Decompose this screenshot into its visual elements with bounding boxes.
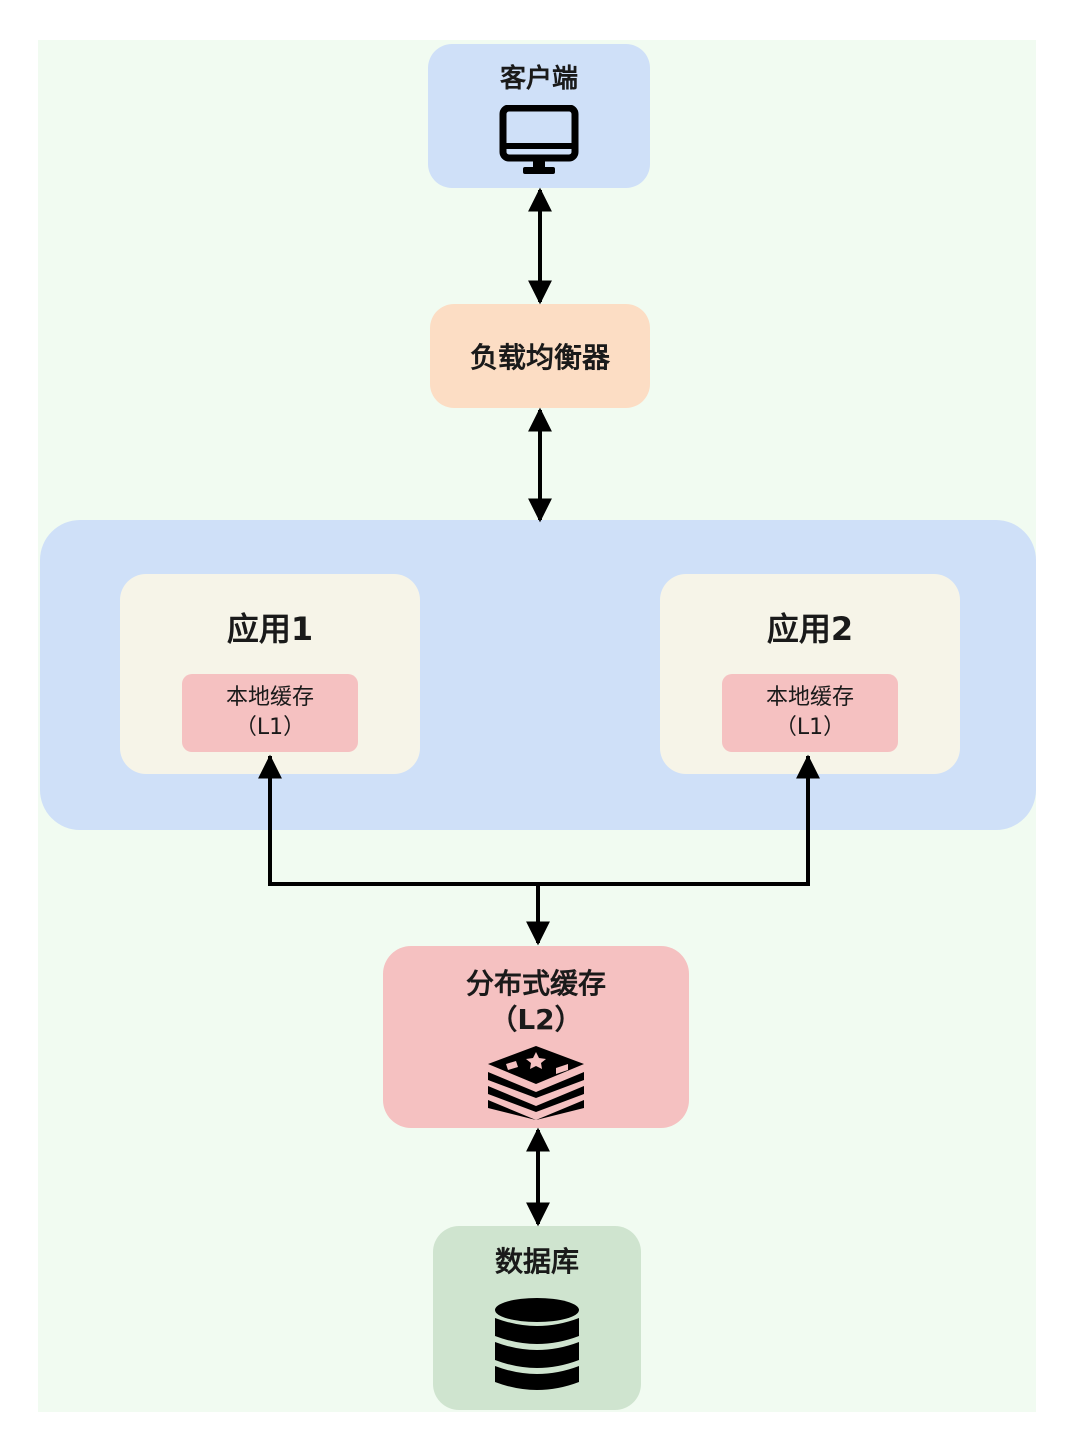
- distributed-cache-level: （L2）: [489, 1003, 583, 1036]
- distributed-cache-label: 分布式缓存: [465, 967, 606, 1000]
- app1-local-cache: 本地缓存 （L1）: [182, 674, 358, 752]
- app2-cache-level: （L1）: [774, 715, 846, 740]
- app1-label: 应用1: [226, 610, 314, 648]
- app2-label: 应用2: [766, 610, 854, 648]
- load-balancer-label: 负载均衡器: [469, 341, 610, 374]
- connector-apps-bus: [268, 756, 810, 886]
- app1-cache-label: 本地缓存: [225, 685, 314, 710]
- database-node: 数据库: [433, 1226, 641, 1410]
- client-label: 客户端: [499, 64, 578, 94]
- app1-node: 应用1 本地缓存 （L1）: [120, 574, 420, 774]
- database-label: 数据库: [494, 1245, 579, 1278]
- client-node: 客户端: [428, 44, 650, 188]
- distributed-cache-node: 分布式缓存 （L2）: [383, 946, 689, 1128]
- monitor-icon: [499, 105, 579, 174]
- app2-local-cache: 本地缓存 （L1）: [722, 674, 898, 752]
- app1-cache-level: （L1）: [234, 715, 306, 740]
- app2-node: 应用2 本地缓存 （L1）: [660, 574, 960, 774]
- load-balancer-node: 负载均衡器: [430, 304, 650, 408]
- app2-cache-label: 本地缓存: [765, 685, 854, 710]
- database-icon: [495, 1298, 579, 1390]
- redis-icon: [488, 1046, 584, 1120]
